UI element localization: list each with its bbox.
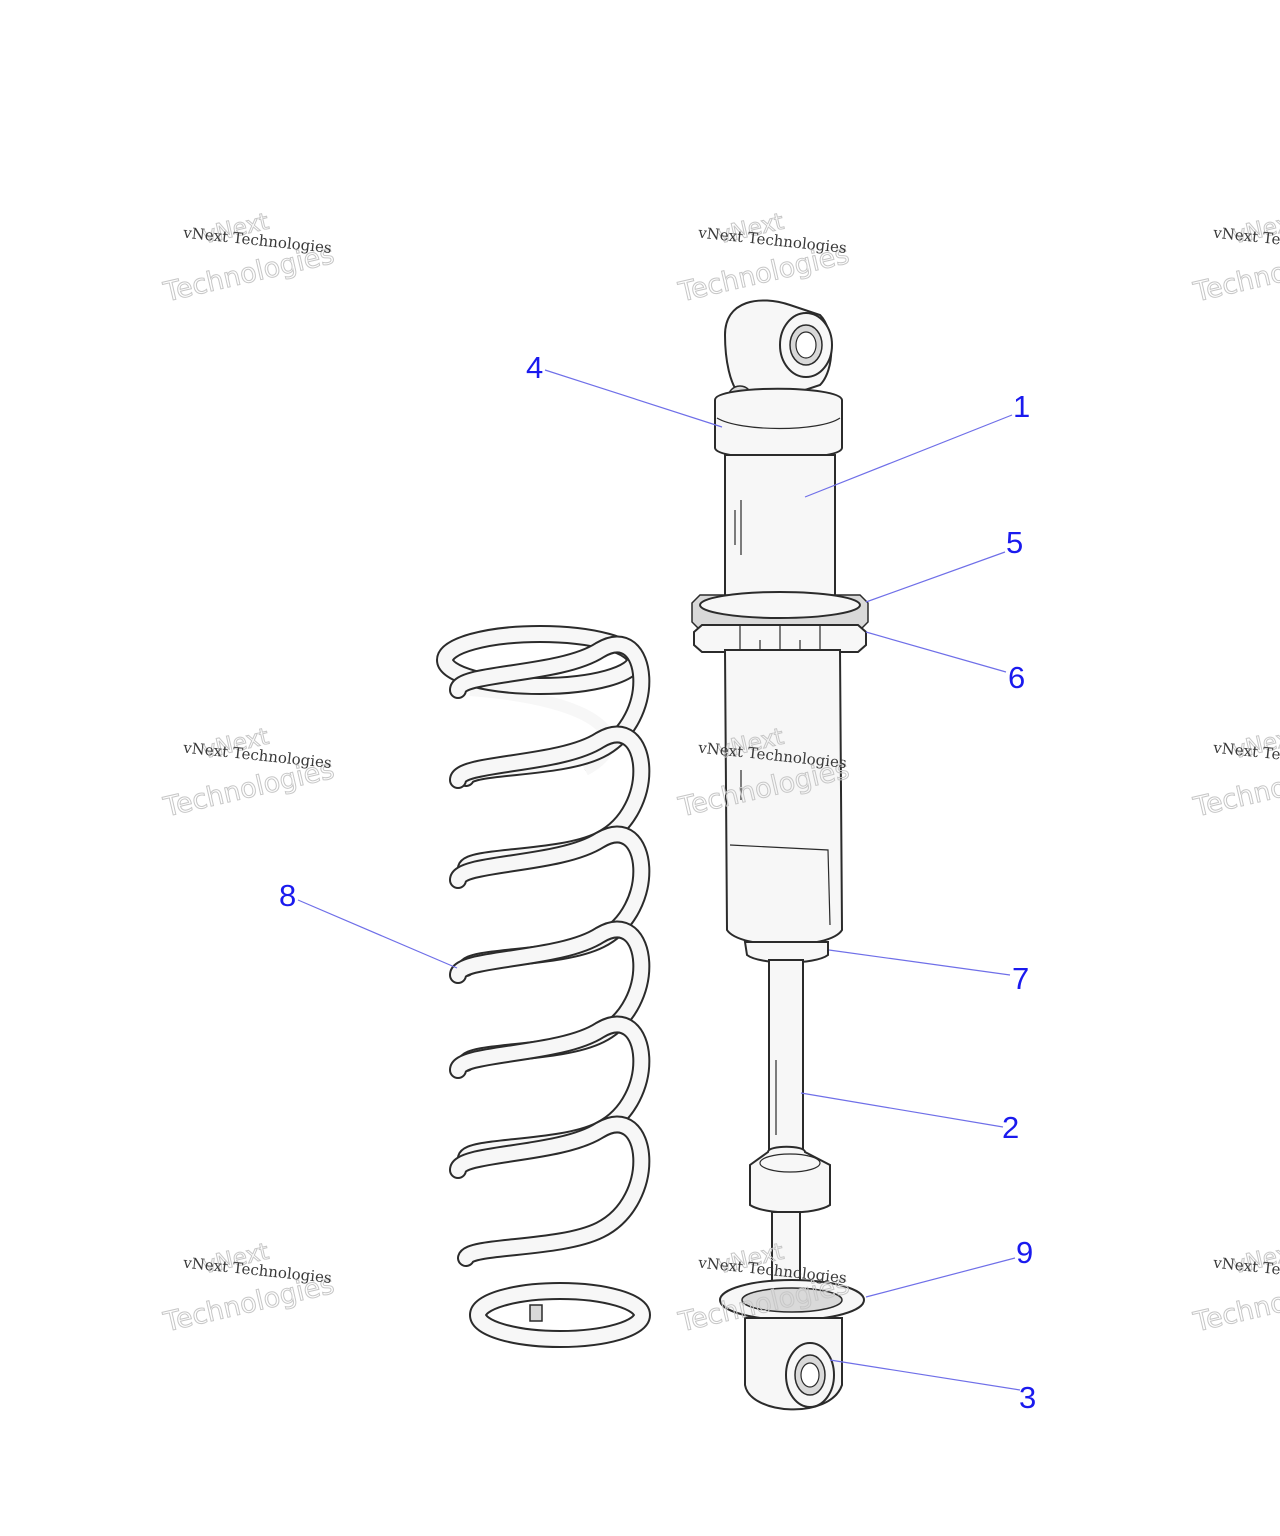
leader-9 bbox=[865, 1257, 1016, 1298]
leader-2 bbox=[800, 1092, 1004, 1128]
leader-3 bbox=[829, 1359, 1021, 1391]
coil-spring bbox=[436, 625, 651, 1348]
leader-7 bbox=[828, 949, 1011, 976]
callout-2: 2 bbox=[1002, 1110, 1019, 1145]
shock-absorber bbox=[691, 299, 869, 1411]
watermark-text: vNext Technologies bbox=[1211, 738, 1280, 772]
leader-4 bbox=[544, 369, 723, 428]
watermark-text: vNext Technologies bbox=[1211, 223, 1280, 257]
leader-5 bbox=[865, 551, 1006, 603]
watermark-outline: Technologies bbox=[1190, 239, 1280, 308]
leader-8 bbox=[297, 899, 458, 969]
callout-6: 6 bbox=[1008, 660, 1025, 695]
callout-8: 8 bbox=[279, 878, 296, 913]
callout-labels: 1 2 3 4 5 6 7 8 9 bbox=[279, 350, 1036, 1415]
leader-1 bbox=[804, 414, 1013, 498]
leader-6 bbox=[865, 631, 1007, 673]
leader-lines bbox=[297, 369, 1021, 1391]
callout-9: 9 bbox=[1016, 1235, 1033, 1270]
callout-7: 7 bbox=[1012, 961, 1029, 996]
callout-5: 5 bbox=[1006, 525, 1023, 560]
callout-3: 3 bbox=[1019, 1380, 1036, 1415]
callout-4: 4 bbox=[526, 350, 543, 385]
watermark-outline: Technologies bbox=[1190, 1269, 1280, 1338]
watermark-outline: Technologies bbox=[1190, 754, 1280, 823]
watermark-text: vNext Technologies bbox=[1211, 1253, 1280, 1287]
spring-coil bbox=[451, 1117, 649, 1265]
callout-1: 1 bbox=[1013, 389, 1030, 424]
